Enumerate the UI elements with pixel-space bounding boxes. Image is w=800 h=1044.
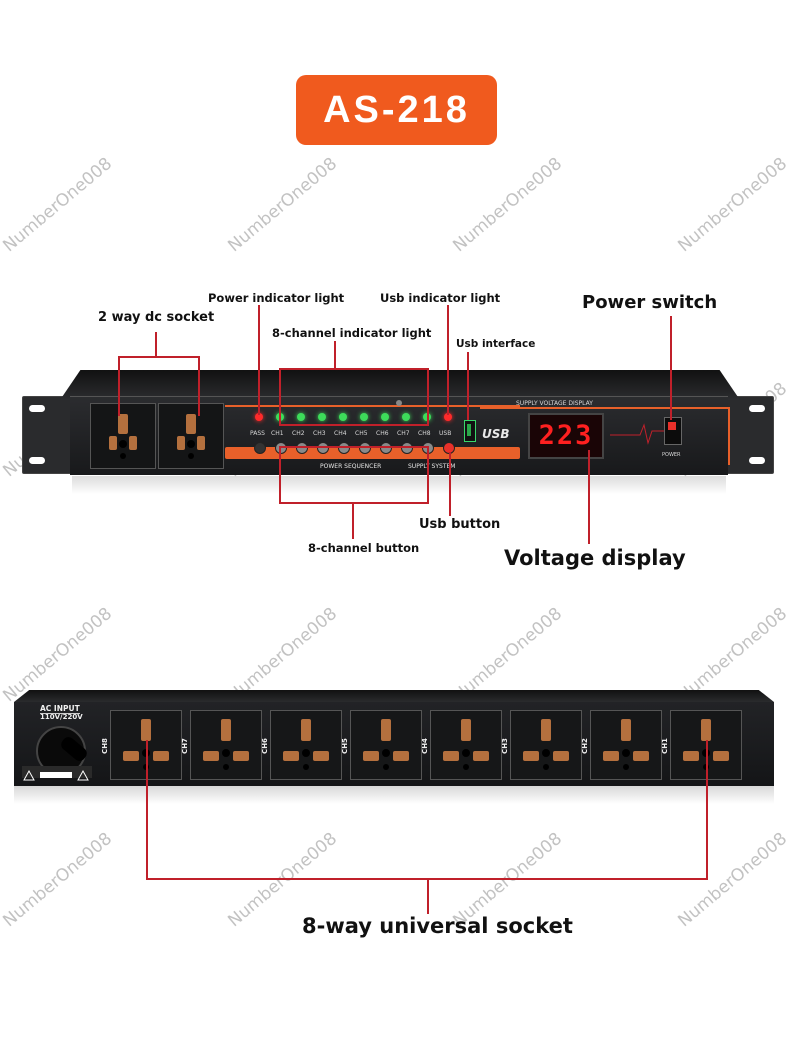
rear-channel-label-ch7: CH7 bbox=[180, 738, 189, 754]
label-channel-indicator: 8-channel indicator light bbox=[272, 326, 432, 340]
led-usb bbox=[444, 413, 452, 421]
callout-dc-bar bbox=[118, 356, 200, 358]
rear-reflection bbox=[14, 786, 774, 804]
label-voltage-display: Voltage display bbox=[504, 546, 686, 570]
wave-graphic bbox=[610, 423, 670, 445]
rear-channel-label-ch5: CH5 bbox=[340, 738, 349, 754]
rear-socket-ch4[interactable] bbox=[430, 710, 502, 780]
channel-label-ch6: CH6 bbox=[376, 430, 389, 437]
callout-rear-center bbox=[427, 878, 429, 914]
voltage-display: 223 bbox=[528, 413, 604, 459]
led-pass bbox=[255, 413, 263, 421]
rear-socket-ch2[interactable] bbox=[590, 710, 662, 780]
front-panel: POWER SEQUENCER SUPPLY SYSTEM SUPPLY VOL… bbox=[70, 396, 730, 475]
channel-label-usb: USB bbox=[439, 430, 452, 437]
ac-input-text: AC INPUT bbox=[40, 704, 80, 714]
watermark-text: NumberOne008 bbox=[674, 153, 791, 257]
callout-usb-button bbox=[449, 452, 451, 516]
callout-channel-button bbox=[352, 503, 354, 539]
pass-button[interactable] bbox=[254, 442, 266, 454]
rear-chassis-top bbox=[14, 690, 774, 702]
callout-channel-indicator bbox=[334, 341, 336, 369]
led-ch4 bbox=[339, 413, 347, 421]
led-ch5 bbox=[360, 413, 368, 421]
label-channel-button: 8-channel button bbox=[308, 541, 420, 555]
channel-button-ch2[interactable] bbox=[296, 442, 308, 454]
rear-channel-label-ch2: CH2 bbox=[580, 738, 589, 754]
chassis-top bbox=[60, 370, 740, 400]
sequencer-text: POWER SEQUENCER bbox=[320, 463, 382, 470]
channel-button-ch6[interactable] bbox=[380, 442, 392, 454]
watermark-text: NumberOne008 bbox=[674, 828, 791, 932]
usb-port[interactable] bbox=[464, 420, 476, 442]
power-switch[interactable] bbox=[664, 417, 682, 445]
rack-ear-left bbox=[22, 396, 74, 474]
channel-button-ch4[interactable] bbox=[338, 442, 350, 454]
callout-usb-indicator bbox=[447, 305, 449, 415]
label-usb-indicator: Usb indicator light bbox=[380, 291, 501, 305]
channel-label-ch2: CH2 bbox=[292, 430, 305, 437]
power-text: POWER bbox=[662, 452, 681, 458]
callout-dc-right bbox=[198, 356, 200, 416]
callout-power-switch bbox=[670, 316, 672, 420]
led-ch6 bbox=[381, 413, 389, 421]
channel-button-ch5[interactable] bbox=[359, 442, 371, 454]
label-dc-socket: 2 way dc socket bbox=[98, 310, 215, 325]
label-power-indicator: Power indicator light bbox=[208, 291, 345, 305]
label-usb-button: Usb button bbox=[419, 517, 501, 532]
led-ch2 bbox=[297, 413, 305, 421]
rear-socket-ch6[interactable] bbox=[270, 710, 342, 780]
dc-socket-1[interactable] bbox=[90, 403, 156, 469]
callout-channel-button-box bbox=[279, 446, 429, 504]
voltage-display-value: 223 bbox=[538, 420, 594, 451]
supply-system-text: SUPPLY SYSTEM bbox=[408, 463, 456, 470]
led-ch3 bbox=[318, 413, 326, 421]
callout-dc-left bbox=[118, 356, 120, 416]
rear-socket-ch3[interactable] bbox=[510, 710, 582, 780]
channel-button-ch1[interactable] bbox=[275, 442, 287, 454]
label-power-switch: Power switch bbox=[582, 292, 718, 313]
label-universal-socket: 8-way universal socket bbox=[302, 914, 573, 938]
warning-label bbox=[22, 766, 92, 781]
rear-channel-label-ch3: CH3 bbox=[500, 738, 509, 754]
channel-label-ch1: CH1 bbox=[271, 430, 284, 437]
model-badge: AS-218 bbox=[296, 75, 497, 145]
dc-socket-2[interactable] bbox=[158, 403, 224, 469]
supply-voltage-text: SUPPLY VOLTAGE DISPLAY bbox=[516, 400, 593, 407]
rear-channel-label-ch8: CH8 bbox=[100, 738, 109, 754]
channel-label-ch7: CH7 bbox=[397, 430, 410, 437]
watermark-text: NumberOne008 bbox=[224, 153, 341, 257]
callout-dc bbox=[155, 332, 157, 356]
rear-socket-ch7[interactable] bbox=[190, 710, 262, 780]
rear-channel-label-ch1: CH1 bbox=[660, 738, 669, 754]
usb-logo: USB bbox=[482, 427, 510, 441]
channel-label-ch5: CH5 bbox=[355, 430, 368, 437]
front-reflection bbox=[72, 476, 726, 494]
callout-channel-indicator-box bbox=[279, 368, 429, 426]
channel-label-ch4: CH4 bbox=[334, 430, 347, 437]
rear-socket-ch5[interactable] bbox=[350, 710, 422, 780]
rack-ear-right bbox=[726, 396, 774, 474]
callout-rear-left bbox=[146, 740, 148, 880]
rear-channel-label-ch4: CH4 bbox=[420, 738, 429, 754]
led-ch7 bbox=[402, 413, 410, 421]
label-usb-interface: Usb interface bbox=[456, 338, 536, 350]
watermark-text: NumberOne008 bbox=[0, 828, 116, 932]
callout-voltage-display bbox=[588, 450, 590, 544]
watermark-text: NumberOne008 bbox=[0, 153, 116, 257]
channel-button-ch7[interactable] bbox=[401, 442, 413, 454]
rear-panel: AC INPUT 110V/220V CH8 CH7 CH6 CH5 CH4 CH3 CH2… bbox=[14, 702, 774, 786]
ac-voltage-text: 110V/220V bbox=[40, 713, 83, 721]
channel-button-ch3[interactable] bbox=[317, 442, 329, 454]
watermark-text: NumberOne008 bbox=[449, 153, 566, 257]
callout-usb-interface bbox=[467, 352, 469, 420]
rear-channel-label-ch6: CH6 bbox=[260, 738, 269, 754]
channel-label-pass: PASS bbox=[250, 430, 265, 437]
callout-power-indicator bbox=[258, 305, 260, 415]
channel-label-ch8: CH8 bbox=[418, 430, 431, 437]
channel-label-ch3: CH3 bbox=[313, 430, 326, 437]
callout-rear-right bbox=[706, 740, 708, 880]
